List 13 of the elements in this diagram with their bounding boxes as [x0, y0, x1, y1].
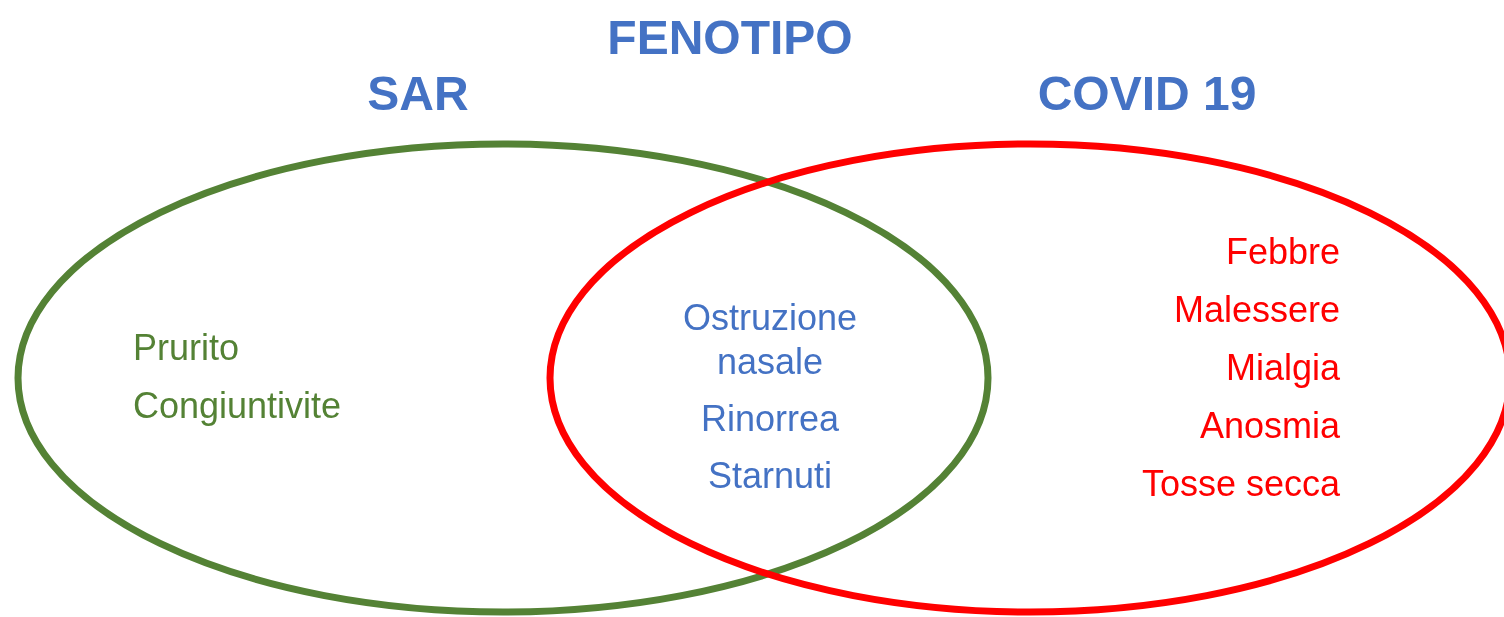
diagram-title: FENOTIPO [606, 10, 854, 66]
symptom-text: Anosmia [1199, 404, 1340, 448]
symptom-text: Mialgia [1225, 346, 1340, 390]
symptom-text: Starnuti [706, 454, 834, 498]
symptom-text: Prurito [133, 326, 240, 370]
set-heading: COVID 19 [1036, 66, 1258, 122]
symptom-text: Ostruzione nasale [681, 296, 859, 384]
symptom-text: Tosse secca [1141, 462, 1340, 506]
symptom-text: Rinorrea [699, 397, 841, 441]
set-heading: SAR [366, 66, 470, 122]
symptom-text: Malessere [1173, 288, 1340, 332]
symptom-text: Congiuntivite [133, 384, 342, 428]
symptom-text: Febbre [1225, 230, 1340, 274]
